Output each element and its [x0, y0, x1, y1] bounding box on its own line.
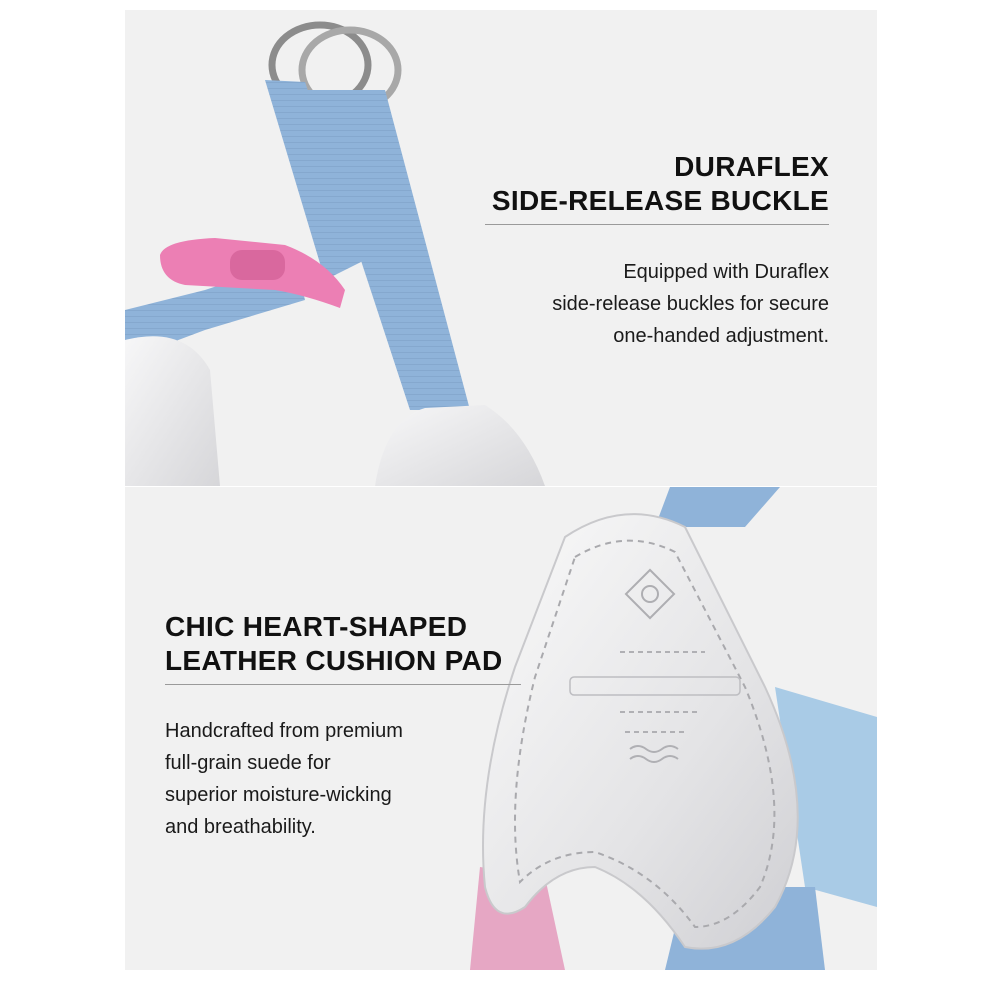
strap-side [775, 687, 877, 907]
brand-emblem-icon [624, 568, 676, 620]
title-divider [165, 684, 521, 685]
title-line: DURAFLEX [674, 151, 829, 182]
cushion-pad-feature-panel: CHIC HEART-SHAPED LEATHER CUSHION PAD Ha… [125, 487, 877, 970]
title-line: CHIC HEART-SHAPED [165, 611, 468, 642]
buckle-feature-description: Equipped with Duraflex side-release buck… [429, 256, 829, 352]
description-line: side-release buckles for secure [552, 293, 829, 315]
buckle-product-photo [125, 21, 545, 486]
heart-cushion-pad [482, 513, 799, 950]
wave-emboss-icon [629, 745, 679, 763]
cushion-pad-left [125, 336, 220, 486]
embossed-brand-mark [569, 676, 741, 696]
description-line: full-grain suede for [165, 752, 331, 774]
description-line: Handcrafted from premium [165, 720, 403, 742]
buckle-feature-panel: DURAFLEX SIDE-RELEASE BUCKLE Equipped wi… [125, 10, 877, 486]
cushion-pad-feature-title: CHIC HEART-SHAPED LEATHER CUSHION PAD [165, 610, 545, 678]
title-divider [485, 224, 829, 225]
description-line: and breathability. [165, 816, 316, 838]
cushion-pad-feature-description: Handcrafted from premium full-grain sued… [165, 715, 505, 843]
strap-left [265, 80, 365, 280]
title-line: LEATHER CUSHION PAD [165, 645, 503, 676]
description-line: superior moisture-wicking [165, 784, 392, 806]
pad-stitching [514, 539, 776, 929]
description-line: Equipped with Duraflex [623, 261, 829, 283]
buckle-release-tab [230, 250, 285, 280]
strap-right [305, 90, 470, 410]
strap-top [655, 487, 780, 527]
title-line: SIDE-RELEASE BUCKLE [491, 185, 829, 216]
cushion-pad-right [375, 405, 545, 486]
buckle-feature-title: DURAFLEX SIDE-RELEASE BUCKLE [429, 150, 829, 218]
cushion-pad-product-photo [470, 487, 877, 970]
description-line: one-handed adjustment. [613, 325, 829, 347]
